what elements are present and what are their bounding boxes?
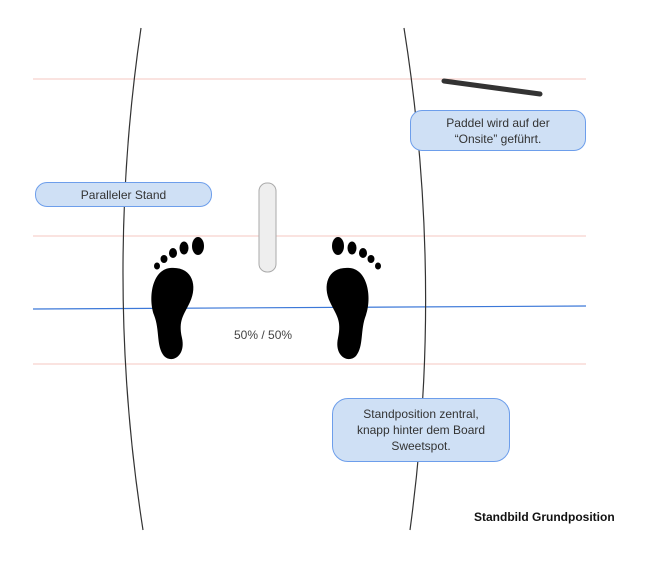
stance-callout: Paralleler Stand	[35, 182, 212, 207]
right-foot-icon	[326, 237, 381, 360]
board-rail-left	[122, 27, 144, 531]
fin	[258, 182, 277, 273]
stance-label: Paralleler Stand	[80, 187, 167, 202]
left-foot-icon	[151, 237, 204, 360]
paddle-text-line2: “Onsite” geführt.	[454, 131, 542, 146]
position-text-line1: Standposition zentral,	[363, 407, 479, 421]
weight-distribution-label: 50% / 50%	[234, 328, 293, 342]
paddle	[441, 78, 543, 97]
figure-caption: Standbild Grundposition	[474, 510, 615, 524]
paddle-callout: Paddel wird auf der “Onsite” geführt.	[410, 110, 586, 151]
position-callout: Standposition zentral, knapp hinter dem …	[332, 398, 510, 462]
position-text-line2: knapp hinter dem Board	[356, 423, 486, 437]
center-line	[32, 305, 587, 310]
paddle-text-line1: Paddel wird auf der	[446, 115, 550, 130]
position-text-line3: Sweetspot.	[391, 439, 451, 453]
